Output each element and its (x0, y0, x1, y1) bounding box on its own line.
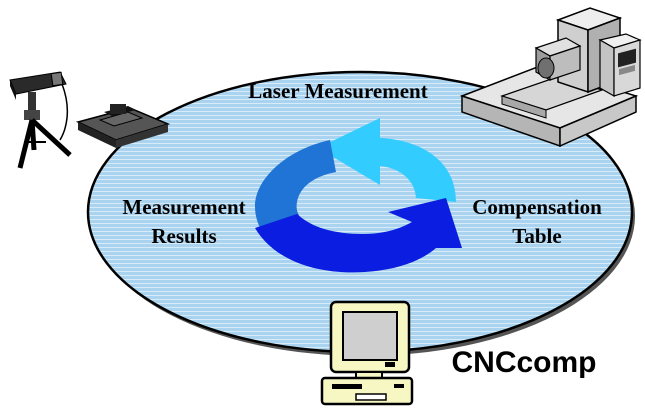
laser-measurement-label: Laser Measurement (248, 79, 427, 103)
cycle-ellipse (86, 70, 635, 356)
compensation-label-line1: Compensation (472, 195, 602, 219)
arrow-light (318, 118, 456, 202)
cnc-machine-icon (459, 7, 642, 148)
computer-icon (320, 300, 414, 406)
cycle-arrows (255, 118, 462, 273)
workpiece-icon (75, 104, 171, 148)
measurement-label-line2: Results (151, 224, 216, 248)
arrow-dark (255, 198, 462, 273)
laser-tripod-icon (9, 71, 72, 169)
measurement-label-line1: Measurement (122, 195, 245, 219)
software-name-label: CNCcomp (451, 346, 596, 379)
compensation-label-line2: Table (512, 224, 561, 248)
